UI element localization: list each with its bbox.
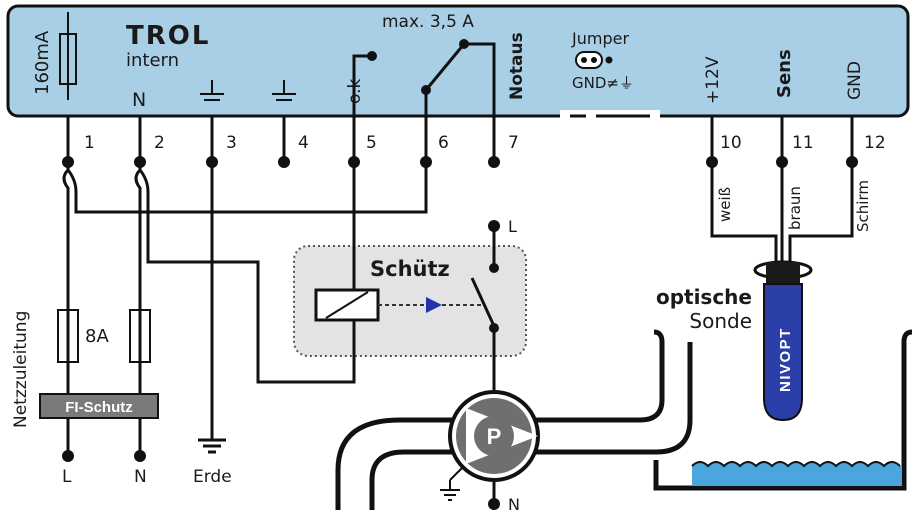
mains-label: Netzzuleitung: [11, 311, 31, 428]
wire-n: [134, 162, 142, 300]
earth-icon: [272, 80, 296, 101]
pump-n-label: N: [508, 495, 520, 513]
probe-brand: NIVOPT: [777, 327, 794, 392]
contactor-box: [293, 245, 527, 357]
terminal-number: 6: [438, 133, 449, 153]
cable-weiss: weiß: [716, 187, 734, 222]
mains-fuse-label: 8A: [85, 326, 109, 347]
water-surface: [691, 461, 901, 468]
header-n: N: [132, 89, 146, 111]
header-gnd: GND: [845, 61, 865, 100]
controller-panel: [6, 4, 910, 118]
terminal-number: 7: [508, 133, 519, 153]
arrow-icon: [426, 297, 442, 313]
contactor-switch-arm: [470, 277, 496, 327]
relay-rating: max. 3,5 A: [382, 12, 474, 32]
tank-lip: [901, 329, 913, 343]
jumper-label: GND≠⏚: [572, 74, 634, 92]
contactor-node: [489, 263, 499, 273]
pump-n-node: [488, 498, 500, 510]
wire-l-to-relay: [66, 162, 428, 214]
cable-schirm: Schirm: [854, 180, 872, 232]
cable-braun: braun: [786, 186, 804, 230]
terminal-number: 10: [720, 133, 742, 153]
jumper-pin: [581, 57, 587, 63]
wire-n-to-coil: [138, 162, 356, 384]
relay-wire: [464, 42, 496, 116]
brand-sub: intern: [126, 50, 179, 71]
relay-node: [367, 51, 377, 61]
terminal-number: 1: [84, 133, 95, 153]
earth-label: Erde: [193, 467, 232, 487]
sensor-cable: [710, 162, 854, 262]
terminal-number: 5: [366, 133, 377, 153]
header-plus12: +12V: [703, 56, 723, 104]
pipe: [335, 329, 693, 510]
fuse-label: 160mA: [32, 30, 53, 95]
earth-icon: [198, 438, 226, 454]
mains-n-node: [134, 450, 146, 462]
terminal-number: 4: [298, 133, 309, 153]
wire-l: [62, 162, 70, 300]
probe-body: [763, 283, 803, 422]
sensor-label-2: Sonde: [689, 309, 752, 333]
jumper-icon: [575, 51, 603, 69]
header-sens: Sens: [774, 49, 795, 98]
terminal-number: 11: [792, 133, 814, 153]
relay-contact-ok: [352, 54, 372, 116]
jumper-pin: [591, 57, 597, 63]
pump-hub: [474, 416, 514, 456]
header-notaus: Notaus: [507, 32, 527, 100]
water: [692, 466, 902, 486]
terminal-nodes: [62, 156, 858, 168]
terminal-number: 2: [154, 133, 165, 153]
fi-label: FI-Schutz: [65, 399, 133, 416]
probe-neck: [766, 262, 800, 284]
terminal-number: 3: [226, 133, 237, 153]
earth-icon: [200, 80, 224, 101]
jumper-pin: [605, 56, 613, 64]
jumper-title: Jumper: [571, 29, 629, 48]
tank-wall: [653, 342, 907, 491]
mains-l-node: [62, 450, 74, 462]
mains-n-label: N: [134, 467, 147, 487]
mains-l-label: L: [62, 467, 72, 487]
contactor-label: Schütz: [370, 257, 450, 281]
terminal-number: 12: [864, 133, 886, 153]
coil-slash: [325, 291, 369, 319]
sensor-label-1: optische: [656, 285, 752, 309]
brand-logo: TROL: [126, 21, 210, 51]
relay-switch-arm: [424, 43, 466, 91]
terminal-stubs: [66, 116, 854, 160]
fuse-symbol: [59, 33, 77, 85]
fi-breaker: [39, 393, 159, 419]
contactor-l-label: L: [508, 217, 517, 236]
earth-icon: [440, 467, 463, 501]
pump-symbol: P: [487, 424, 502, 449]
